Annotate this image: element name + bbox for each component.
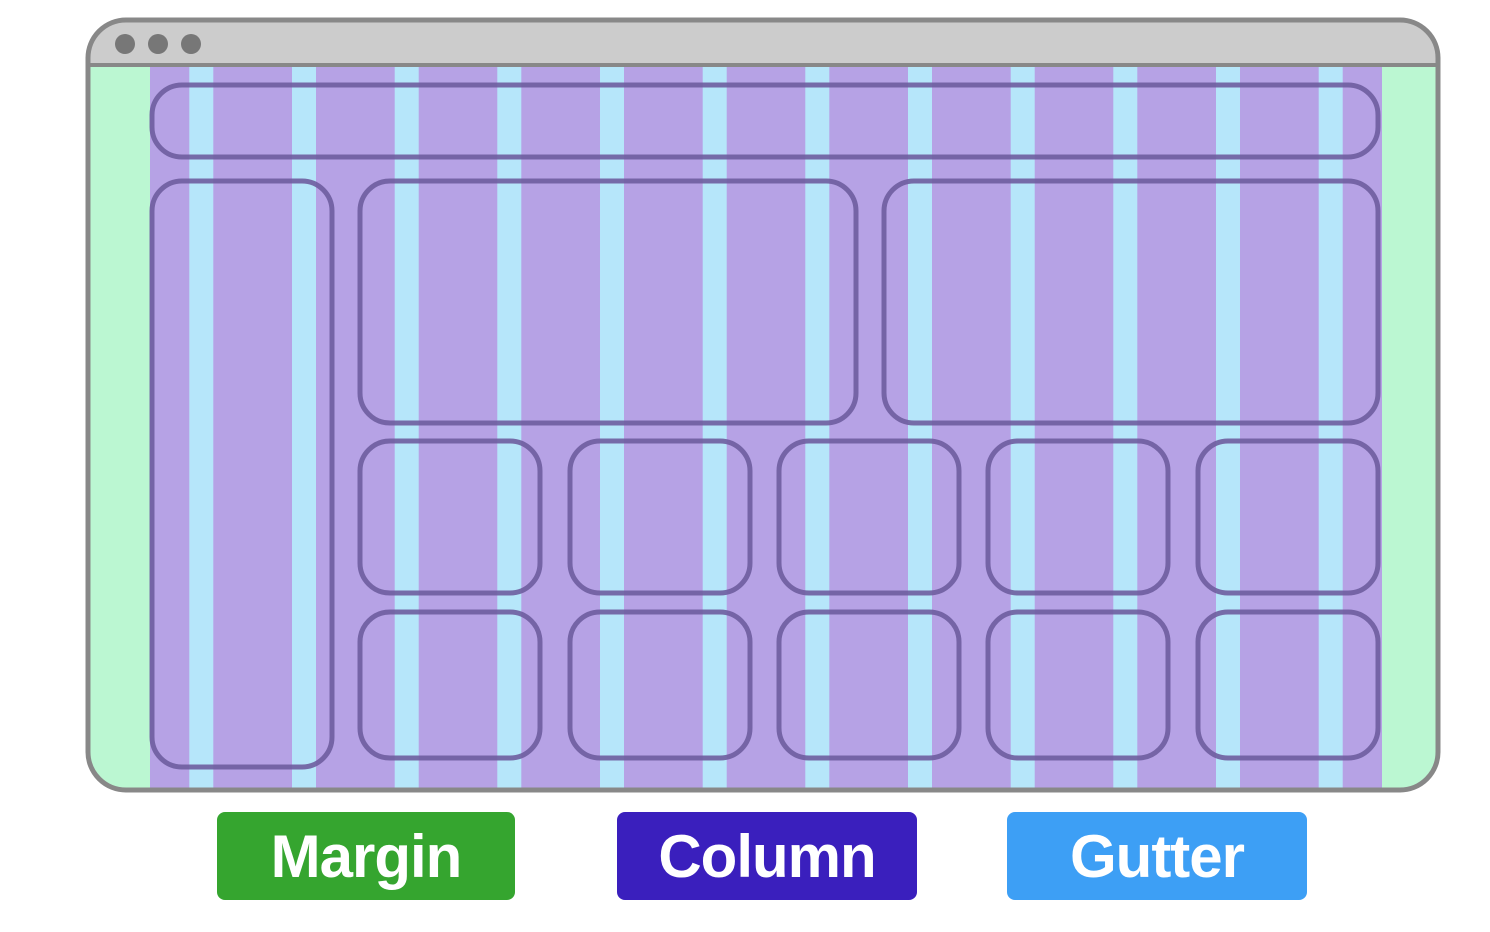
header-box: [149, 82, 1381, 160]
card-box: [776, 438, 962, 596]
window-control-dot: [181, 34, 201, 54]
card-box: [357, 438, 543, 596]
gutter-stripe: [1318, 66, 1343, 790]
card-box: [1195, 438, 1381, 596]
gutter-stripe: [1113, 66, 1138, 790]
card-box: [357, 609, 543, 761]
window-titlebar: [88, 20, 1438, 66]
card-box: [776, 609, 962, 761]
card-box: [985, 438, 1171, 596]
card-box: [1195, 609, 1381, 761]
window-controls: [115, 34, 201, 54]
browser-window-body: [88, 20, 1438, 790]
gutter-stripe: [908, 66, 932, 790]
sidebar-box: [149, 178, 335, 770]
window-control-dot: [148, 34, 168, 54]
gutter-stripe: [805, 66, 830, 790]
window-control-dot: [115, 34, 135, 54]
gutter-stripe: [292, 66, 316, 790]
legend-gutter-badge: Gutter: [1007, 812, 1307, 900]
gutter-stripe: [702, 66, 727, 790]
hero-box-right: [881, 178, 1381, 426]
gutter-stripe: [1216, 66, 1240, 790]
gutter-stripe: [1010, 66, 1035, 790]
card-box: [985, 609, 1171, 761]
card-box: [567, 438, 753, 596]
layout-boxes: [149, 82, 1381, 770]
legend-margin-badge: Margin: [217, 812, 515, 900]
gutter-stripe: [600, 66, 624, 790]
gutter-stripes: [189, 66, 1343, 790]
hero-box-left: [357, 178, 859, 426]
gutter-stripe: [394, 66, 419, 790]
browser-window-frame: [85, 17, 1441, 793]
gutter-stripe: [497, 66, 522, 790]
legend-column-badge: Column: [617, 812, 917, 900]
gutter-stripe: [189, 66, 214, 790]
card-box: [567, 609, 753, 761]
column-area: [150, 66, 1382, 790]
